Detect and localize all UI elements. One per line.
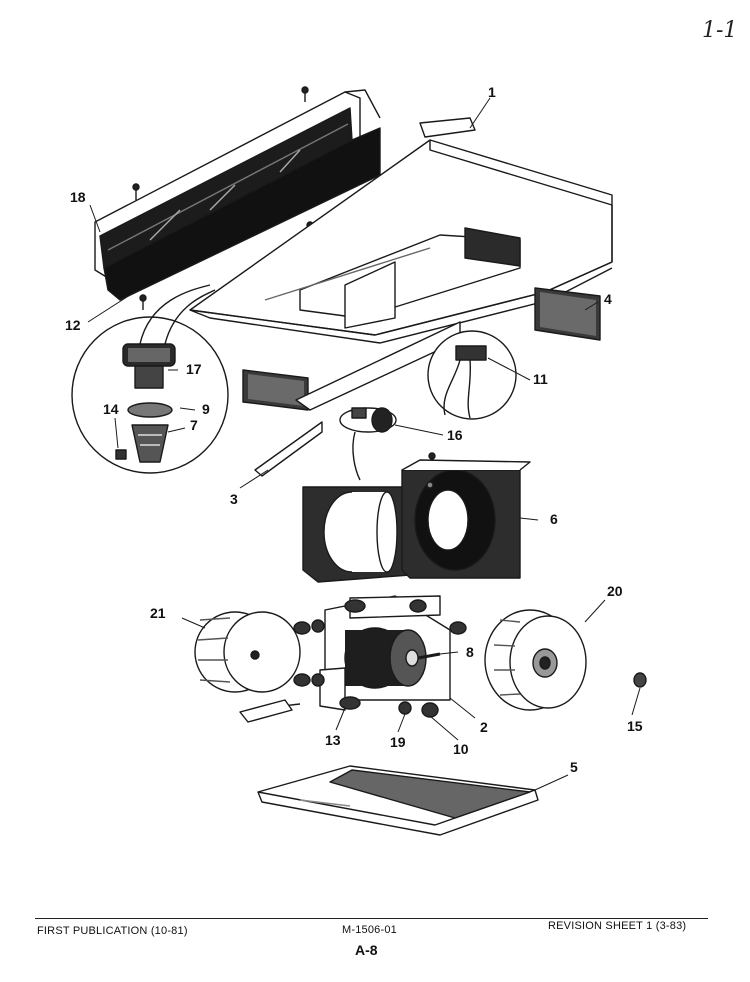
callout-19: 19 xyxy=(390,734,406,750)
left-blower-wheel xyxy=(194,611,301,693)
lamp-socket-inset xyxy=(71,284,229,474)
callout-12: 12 xyxy=(65,317,81,333)
callout-15: 15 xyxy=(627,718,643,734)
callout-13: 13 xyxy=(325,732,341,748)
callout-10: 10 xyxy=(453,741,469,757)
callout-1: 1 xyxy=(488,84,496,100)
callout-8: 8 xyxy=(466,644,474,660)
front-trim-panel xyxy=(94,89,381,301)
callout-6: 6 xyxy=(550,511,558,527)
motor-assembly xyxy=(239,595,467,723)
callout-7: 7 xyxy=(190,417,198,433)
left-grille xyxy=(242,369,309,411)
callout-11: 11 xyxy=(533,371,548,387)
blower-housing xyxy=(302,452,531,583)
footer-revision: REVISION SHEET 1 (3-83) xyxy=(548,920,687,932)
callout-21: 21 xyxy=(150,605,166,621)
callout-3: 3 xyxy=(230,491,238,507)
callout-16: 16 xyxy=(447,427,463,443)
footer-publication: FIRST PUBLICATION (10-81) xyxy=(37,925,188,937)
footer-doc-number: M-1506-01 xyxy=(342,924,397,936)
page-number: A-8 xyxy=(355,942,378,958)
callout-20: 20 xyxy=(607,583,623,599)
callout-2: 2 xyxy=(480,719,488,735)
main-housing xyxy=(189,117,613,344)
page-corner-mark: 1-1 xyxy=(702,18,738,43)
callout-9: 9 xyxy=(202,401,210,417)
leader-lines xyxy=(87,97,641,791)
switch-body xyxy=(339,407,397,481)
callout-14: 14 xyxy=(103,401,119,417)
right-blower-wheel xyxy=(484,609,647,711)
callout-5: 5 xyxy=(570,759,578,775)
callout-4: 4 xyxy=(604,291,612,307)
callout-17: 17 xyxy=(186,361,202,377)
right-grille xyxy=(534,287,601,341)
callout-18: 18 xyxy=(70,189,86,205)
grease-filter xyxy=(257,765,539,836)
footer-divider xyxy=(35,918,708,919)
switch-inset xyxy=(427,330,517,420)
